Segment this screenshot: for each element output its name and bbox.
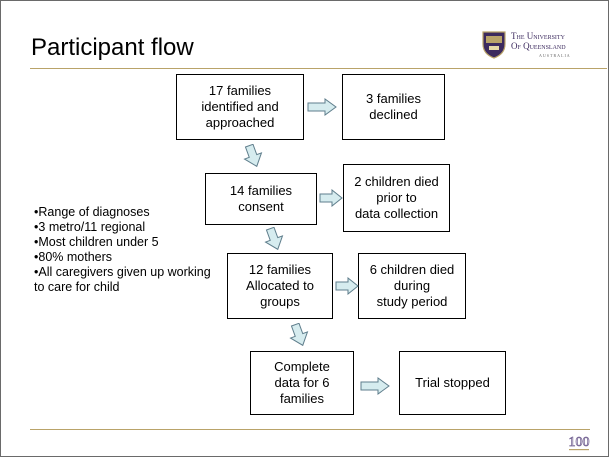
flow-box-complete: Complete data for 6 families [250,351,354,415]
flow-box-declined: 3 families declined [342,74,445,140]
logo-line-2: Of Queensland [511,41,566,51]
bullet-item: Range of diagnoses [34,205,224,220]
bullet-item: All caregivers given up working to care … [34,265,224,295]
footer-rule [30,429,590,430]
header-rule [30,68,607,69]
slide-title: Participant flow [31,34,194,61]
right-arrow-icon [335,277,359,295]
logo-text: The University Of Queensland [511,31,566,51]
flow-box-died-during: 6 children died during study period [358,253,466,319]
flow-box-allocated: 12 families Allocated to groups [227,253,333,319]
bullet-item: 3 metro/11 regional [34,220,224,235]
flow-box-identified: 17 families identified and approached [176,74,304,140]
flow-box-died-prior: 2 children died prior to data collection [343,164,450,232]
down-arrow-icon [289,323,309,347]
centenary-number: 100 [569,435,590,450]
logo-line-1: The University [511,31,565,41]
right-arrow-icon [319,189,343,207]
flow-box-stopped: Trial stopped [399,351,506,415]
bullet-list: Range of diagnoses 3 metro/11 regional M… [34,205,224,295]
flow-box-consent: 14 families consent [205,173,317,225]
down-arrow-icon [243,144,263,168]
logo-line-3: AUSTRALIA [539,53,571,58]
centenary-logo-icon: 100 [568,435,590,451]
university-logo: The University Of Queensland AUSTRALIA [481,27,605,61]
right-arrow-icon [307,98,337,116]
bullet-item: Most children under 5 [34,235,224,250]
bullet-item: 80% mothers [34,250,224,265]
down-arrow-icon [264,227,284,251]
right-arrow-icon [360,377,390,395]
crest-icon [482,31,506,59]
